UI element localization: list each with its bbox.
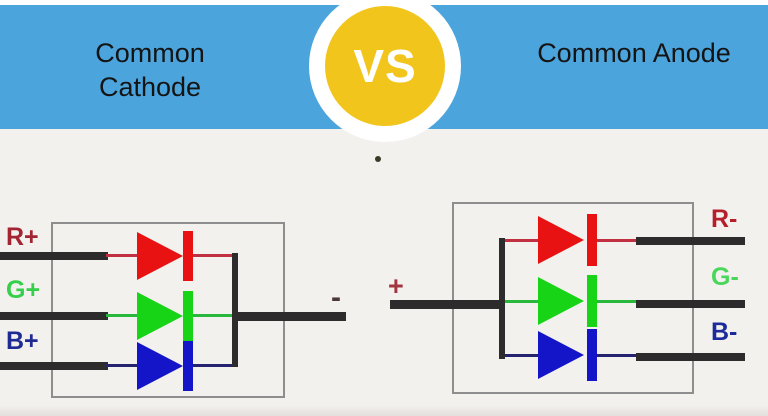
red-anode-lead (505, 239, 538, 242)
red-cathode-wire (636, 237, 745, 245)
blue-led-diode-icon (137, 342, 183, 390)
stray-dot-artifact (375, 156, 381, 162)
pin-label-g-minus: G- (711, 263, 739, 291)
vs-label: VS (353, 40, 417, 92)
right-banner-title: Common Anode (537, 38, 731, 68)
blue-led-cathode-bar (587, 329, 597, 381)
green-led-cathode-bar (587, 275, 597, 327)
blue-lead-wire (106, 364, 138, 367)
green-led-cathode-bar (183, 291, 193, 341)
vs-badge: VS (325, 6, 445, 126)
pin-label-b-minus: B- (711, 318, 738, 346)
common-cathode-output-wire (234, 312, 346, 321)
green-led-diode-icon (538, 277, 584, 325)
pin-label-g-plus: G+ (6, 276, 41, 304)
red-led-cathode-bar (183, 231, 193, 281)
blue-anode-lead (505, 354, 538, 357)
led-package-outline (452, 202, 694, 394)
green-lead-wire (597, 300, 638, 303)
red-led-diode-icon (137, 232, 183, 280)
red-cathode-lead (193, 254, 234, 257)
bottom-shadow (0, 405, 768, 416)
green-anode-lead (505, 300, 538, 303)
pin-label-r-plus: R+ (6, 223, 39, 251)
pin-label-b-plus: B+ (6, 327, 39, 355)
common-cathode-junction (232, 253, 238, 367)
green-anode-wire (0, 312, 108, 320)
diagram-background (0, 129, 768, 416)
green-cathode-lead (193, 314, 234, 317)
red-anode-wire (0, 252, 108, 260)
positive-terminal-label: + (388, 271, 404, 301)
red-lead-wire (106, 254, 138, 257)
blue-lead-wire (597, 354, 638, 357)
red-led-diode-icon (538, 216, 584, 264)
blue-anode-wire (0, 362, 108, 370)
blue-cathode-lead (193, 364, 234, 367)
green-led-diode-icon (137, 292, 183, 340)
pin-label-r-minus: R- (711, 205, 738, 233)
common-anode-input-wire (390, 300, 502, 309)
green-lead-wire (106, 314, 138, 317)
blue-cathode-wire (636, 353, 745, 361)
green-cathode-wire (636, 300, 745, 308)
common-anode-junction (499, 238, 505, 359)
red-led-cathode-bar (587, 214, 597, 266)
blue-led-cathode-bar (183, 341, 193, 391)
negative-terminal-label: - (331, 281, 341, 314)
left-banner-title: Common Cathode (95, 38, 205, 102)
blue-led-diode-icon (538, 331, 584, 379)
led-package-outline (51, 222, 285, 398)
red-lead-wire (597, 239, 638, 242)
